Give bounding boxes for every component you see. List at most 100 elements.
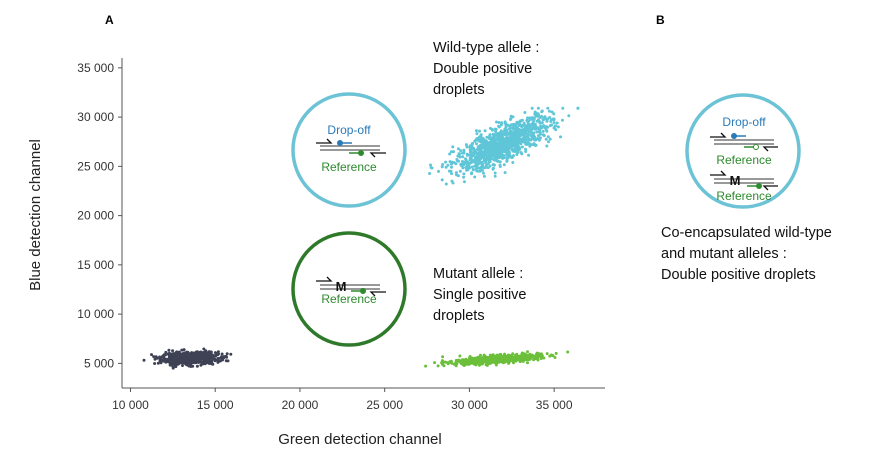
data-point-double-positive — [478, 144, 482, 148]
data-point-single-positive — [464, 358, 468, 362]
data-point-double-positive — [548, 137, 552, 141]
data-point-double-positive — [496, 149, 500, 153]
data-point-negative — [174, 365, 178, 369]
data-point-double-positive — [494, 130, 498, 133]
data-point-double-positive — [469, 156, 473, 160]
data-point-double-positive — [462, 148, 466, 152]
data-point-double-positive — [479, 133, 483, 137]
data-point-double-positive — [457, 152, 461, 156]
data-point-single-positive — [507, 361, 511, 365]
data-point-double-positive — [463, 180, 466, 184]
y-tick-label: 5 000 — [84, 356, 114, 370]
data-point-double-positive — [464, 158, 468, 162]
data-point-single-positive — [538, 353, 542, 356]
data-point-negative — [209, 355, 213, 359]
data-point-double-positive — [483, 129, 487, 133]
data-point-negative — [176, 356, 179, 360]
data-point-double-positive — [494, 155, 497, 158]
data-point-negative — [142, 358, 146, 362]
data-point-double-positive — [539, 116, 542, 119]
data-point-negative — [171, 349, 175, 353]
data-point-double-positive — [464, 143, 468, 147]
data-point-negative — [202, 361, 206, 365]
data-point-negative — [209, 352, 212, 356]
data-point-double-positive — [454, 162, 458, 166]
data-point-double-positive — [489, 156, 493, 160]
data-point-double-positive — [447, 169, 451, 173]
data-point-double-positive — [507, 147, 511, 151]
data-point-double-positive — [493, 157, 497, 161]
data-point-single-positive — [458, 354, 462, 358]
data-point-double-positive — [459, 149, 463, 153]
data-point-negative — [190, 355, 194, 359]
data-point-double-positive — [482, 166, 486, 170]
data-point-double-positive — [514, 142, 518, 146]
data-point-double-positive — [548, 109, 551, 113]
data-point-double-positive — [497, 146, 501, 150]
data-point-double-positive — [516, 128, 520, 132]
data-point-single-positive — [478, 360, 482, 364]
data-point-double-positive — [479, 165, 483, 169]
data-point-double-positive — [473, 156, 477, 160]
data-point-double-positive — [505, 141, 509, 145]
data-point-negative — [175, 350, 179, 354]
data-point-double-positive — [545, 144, 549, 148]
data-point-double-positive — [473, 160, 477, 164]
data-point-double-positive — [524, 131, 528, 135]
data-point-single-positive — [455, 362, 459, 366]
data-point-double-positive — [493, 148, 497, 152]
data-point-double-positive — [497, 140, 501, 144]
data-point-double-positive — [548, 116, 552, 119]
data-point-double-positive — [547, 140, 550, 144]
data-point-double-positive — [526, 116, 529, 120]
data-point-double-positive — [478, 150, 482, 153]
data-point-single-positive — [528, 352, 532, 356]
data-point-single-positive — [522, 352, 526, 356]
data-point-double-positive — [498, 160, 502, 164]
data-point-double-positive — [471, 168, 475, 172]
wild-type-line-1: Wild-type allele : — [433, 40, 539, 56]
data-point-single-positive — [549, 353, 553, 357]
data-point-double-positive — [475, 142, 478, 146]
data-point-double-positive — [526, 125, 530, 129]
data-point-single-positive — [519, 359, 523, 363]
mutant-line-3: droplets — [433, 308, 485, 324]
data-point-single-positive — [488, 353, 492, 357]
x-tick-label: 10 000 — [112, 398, 149, 412]
data-point-double-positive — [495, 142, 498, 146]
data-point-negative — [180, 355, 184, 359]
data-point-single-positive — [491, 354, 495, 357]
data-point-single-positive — [462, 362, 466, 366]
data-point-negative — [229, 352, 233, 356]
data-point-double-positive — [517, 133, 521, 137]
data-point-negative — [162, 359, 166, 363]
data-point-single-positive — [553, 356, 557, 359]
data-point-single-positive — [479, 353, 482, 357]
data-point-double-positive — [507, 127, 511, 131]
data-point-single-positive — [504, 357, 508, 361]
data-point-negative — [214, 352, 218, 355]
data-point-double-positive — [495, 120, 498, 124]
data-point-double-positive — [512, 139, 516, 143]
data-point-double-positive — [520, 145, 524, 149]
panel-label-a: A — [105, 13, 114, 27]
data-point-negative — [226, 359, 230, 363]
data-point-double-positive — [552, 121, 556, 125]
data-point-single-positive — [512, 356, 516, 360]
data-point-negative — [166, 352, 170, 356]
data-point-negative — [159, 361, 163, 365]
data-point-double-positive — [462, 175, 466, 179]
data-point-negative — [167, 348, 171, 352]
data-point-single-positive — [521, 357, 525, 361]
y-tick-label: 20 000 — [77, 209, 114, 223]
data-point-negative — [187, 355, 191, 359]
data-point-single-positive — [494, 355, 498, 359]
data-point-double-positive — [458, 169, 462, 173]
data-point-double-positive — [483, 146, 487, 150]
data-point-double-positive — [478, 129, 481, 133]
data-point-double-positive — [518, 130, 522, 134]
data-point-double-positive — [505, 158, 509, 161]
data-point-double-positive — [526, 133, 530, 136]
data-point-double-positive — [556, 125, 560, 129]
